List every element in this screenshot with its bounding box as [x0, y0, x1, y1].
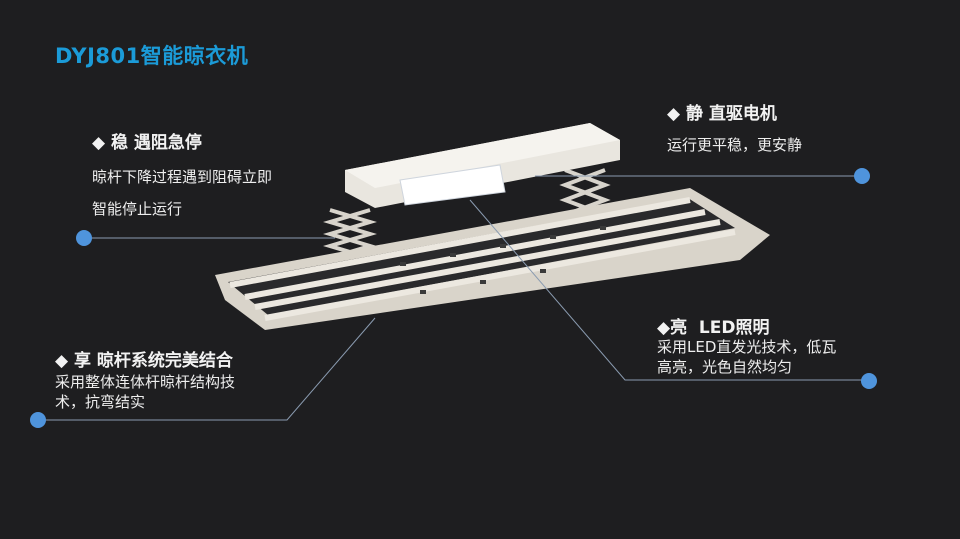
feature-enjoy: ◆ 享 晾杆系统完美结合 采用整体连体杆晾杆结构技 术，抗弯结实 [55, 346, 235, 412]
feature-title: 亮 LED照明 [670, 318, 770, 338]
desc-line: 采用整体连体杆晾杆结构技 [55, 373, 236, 391]
feature-title: 稳 遇阻急停 [111, 133, 202, 153]
drying-rack-image [215, 123, 770, 330]
callout-line-3 [38, 317, 376, 421]
feature-title: 静 直驱电机 [686, 104, 777, 124]
desc-line: 智能停止运行 [92, 200, 183, 218]
feature-quiet: ◆ 静 直驱电机 运行更平稳，更安静 [667, 99, 802, 156]
desc-line: 高亮，光色自然均匀 [657, 357, 793, 376]
callout-dot-3 [30, 412, 46, 428]
feature-heading: ◆ 稳 遇阻急停 [92, 128, 272, 153]
feature-title: 享 晾杆系统完美结合 [74, 351, 233, 371]
feature-desc: 采用LED直发光技术，低瓦 高亮，光色自然均匀 [657, 338, 836, 377]
diamond-bullet-icon: ◆ [92, 133, 106, 153]
page-title: DYJ801智能晾衣机 [55, 44, 249, 68]
callout-dot-4 [861, 373, 877, 389]
diamond-bullet-icon: ◆ [55, 351, 69, 371]
feature-bright: ◆亮 LED照明 采用LED直发光技术，低瓦 高亮，光色自然均匀 [657, 313, 836, 377]
feature-heading: ◆ 享 晾杆系统完美结合 [55, 346, 235, 371]
desc-line: 运行更平稳，更安静 [667, 136, 803, 154]
feature-heading: ◆ 静 直驱电机 [667, 99, 802, 124]
diamond-bullet-icon: ◆ [667, 104, 681, 124]
feature-heading: ◆亮 LED照明 [657, 313, 836, 338]
desc-line: 采用LED直发光技术，低瓦 [657, 338, 837, 356]
feature-desc: 采用整体连体杆晾杆结构技 术，抗弯结实 [55, 373, 235, 412]
callout-dot-1 [76, 230, 92, 246]
diamond-bullet-icon: ◆ [657, 318, 671, 338]
callout-line-4 [469, 199, 869, 381]
desc-line: 晾杆下降过程遇到阻碍立即 [92, 168, 273, 186]
feature-desc: 晾杆下降过程遇到阻碍立即 智能停止运行 [92, 161, 272, 225]
desc-line: 术，抗弯结实 [55, 392, 146, 411]
feature-desc: 运行更平稳，更安静 [667, 136, 802, 156]
callout-dot-2 [854, 168, 870, 184]
feature-stable: ◆ 稳 遇阻急停 晾杆下降过程遇到阻碍立即 智能停止运行 [92, 128, 272, 225]
